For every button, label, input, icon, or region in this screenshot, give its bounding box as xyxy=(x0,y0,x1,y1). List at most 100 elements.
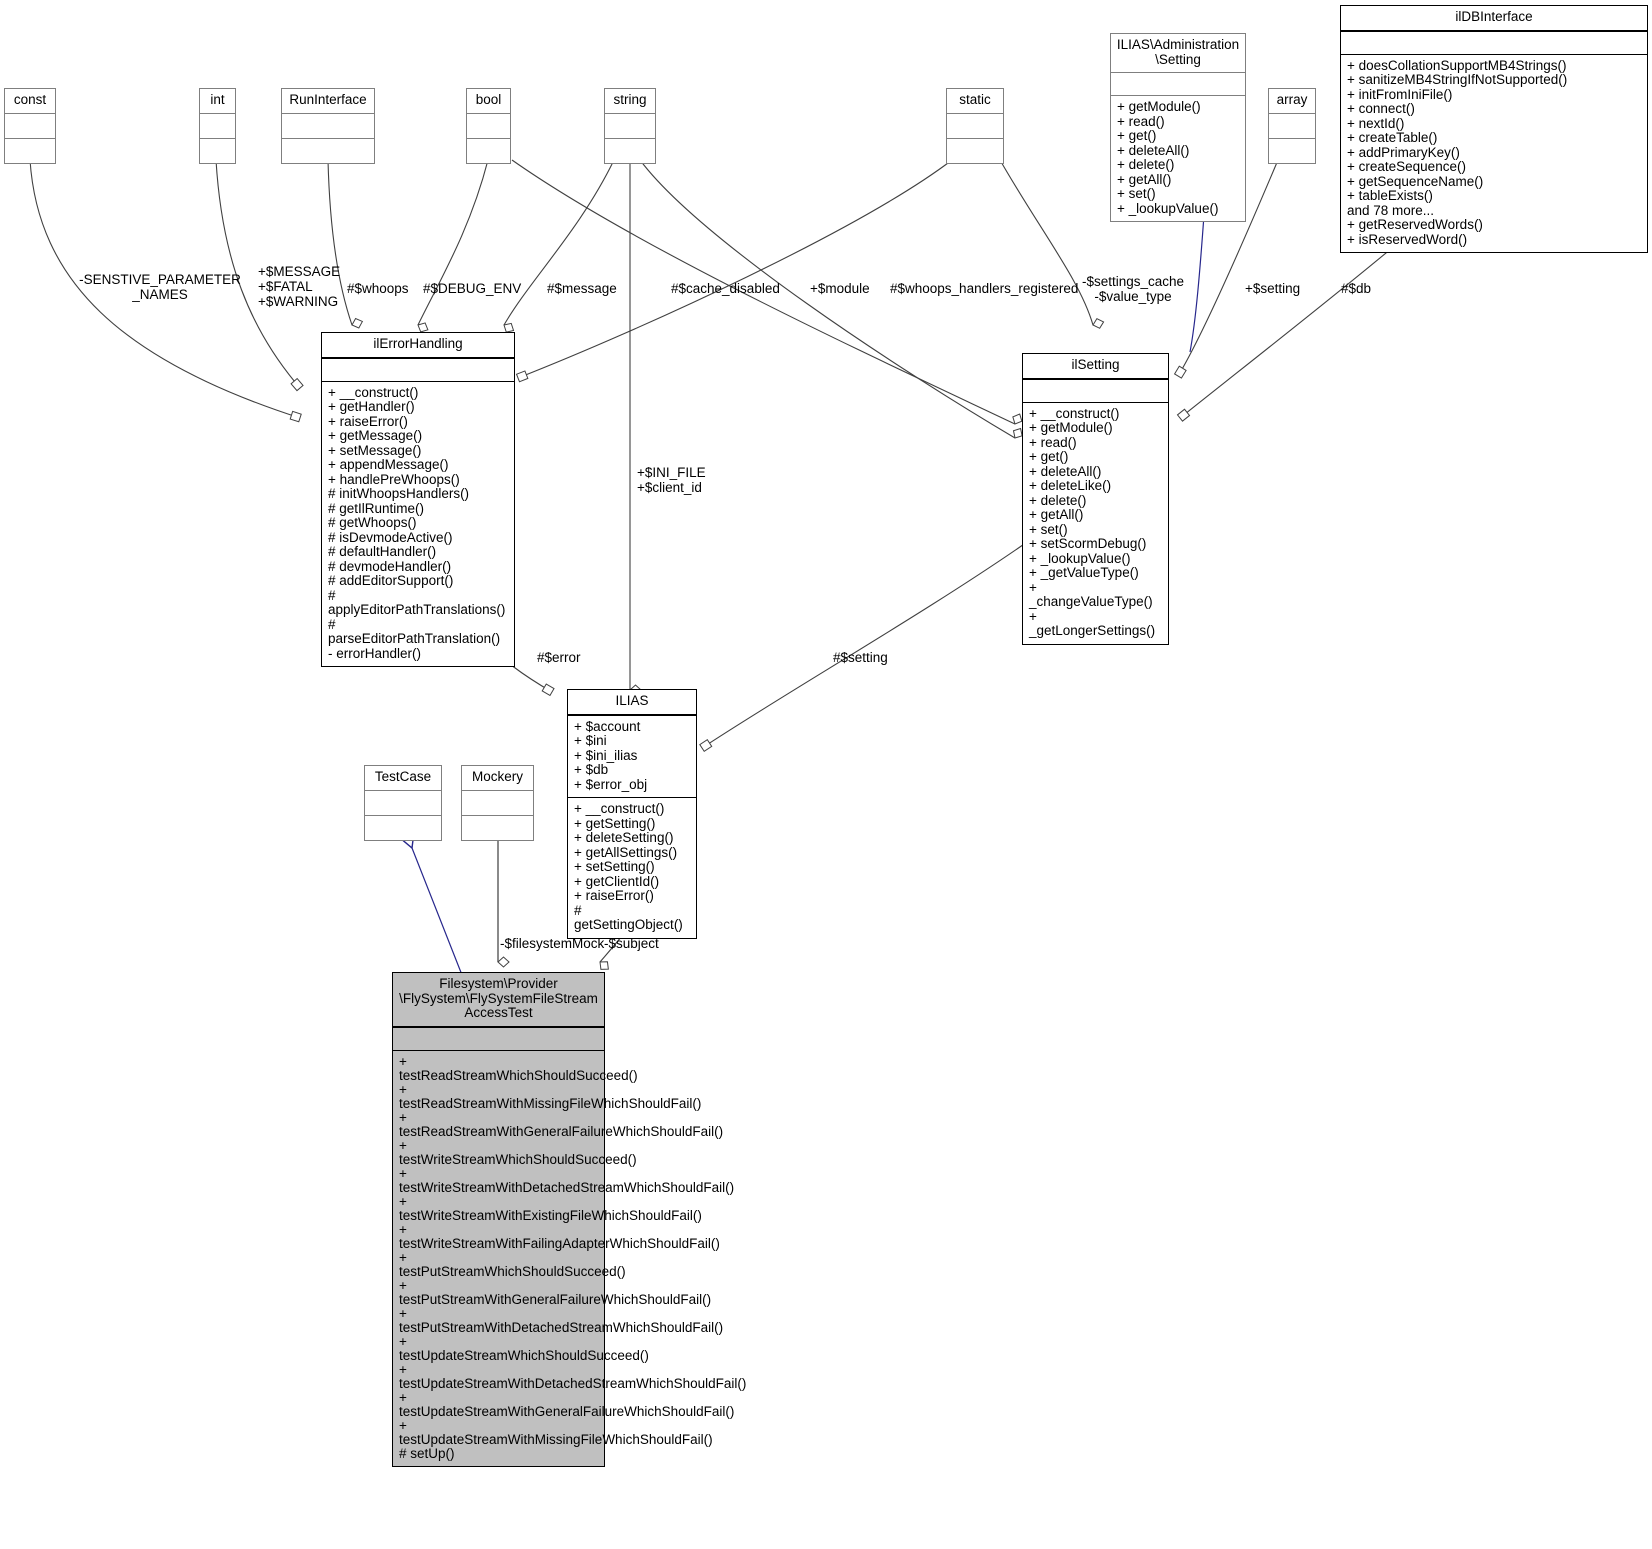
member-item: + initFromIniFile() xyxy=(1347,86,1453,102)
member-item: + getMessage() xyxy=(328,428,423,443)
node-ildbinterface-methods: + doesCollationSupportMB4Strings()+ sani… xyxy=(1341,53,1647,253)
node-ilias-title: ILIAS xyxy=(568,690,696,715)
node-runinterface-title: RunInterface xyxy=(289,92,367,107)
member-item: + _lookupValue() xyxy=(1029,550,1131,566)
node-bool-title: bool xyxy=(475,92,502,107)
node-static-methods xyxy=(947,137,1003,163)
member-item: + delete() xyxy=(1117,157,1175,172)
edge-static-ilerrorhandling xyxy=(515,159,953,383)
member-item: + getModule() xyxy=(1029,420,1113,435)
node-ilsetting-title: ilSetting xyxy=(1023,354,1168,379)
member-item: + $db xyxy=(574,762,609,777)
node-bool[interactable]: bool xyxy=(466,88,511,164)
edge-label-db: #$db xyxy=(1341,281,1372,296)
member-item: + set() xyxy=(1117,186,1156,201)
member-item: + delete() xyxy=(1029,492,1087,508)
node-string-title: string xyxy=(613,92,647,107)
member-item: + getSequenceName() xyxy=(1347,173,1484,189)
edge-label-debug-env: #$DEBUG_ENV xyxy=(423,281,522,296)
member-item: + isReservedWord() xyxy=(1347,231,1468,247)
node-runinterface-methods xyxy=(282,137,374,163)
node-const[interactable]: const xyxy=(4,88,56,164)
member-item: - errorHandler() xyxy=(328,645,422,661)
node-mockery-methods xyxy=(462,814,533,840)
node-int-attributes xyxy=(200,112,235,138)
node-ildbinterface[interactable]: ilDBInterface + doesCollationSupportMB4S… xyxy=(1340,5,1648,253)
node-array-title: array xyxy=(1276,92,1308,107)
node-ilerrorhandling[interactable]: ilErrorHandling + __construct()+ getHand… xyxy=(321,332,515,667)
node-ilias-methods: + __construct()+ getSetting()+ deleteSet… xyxy=(568,797,696,938)
node-runinterface[interactable]: RunInterface xyxy=(281,88,375,164)
node-string-attributes xyxy=(605,112,655,138)
member-item: + deleteLike() xyxy=(1029,478,1112,493)
node-const-attributes xyxy=(5,112,55,138)
member-item: + setSetting() xyxy=(574,859,655,874)
member-item: + handlePreWhoops() xyxy=(328,471,460,487)
node-flysystemfilestreamaccesstest[interactable]: Filesystem\Provider \FlySystem\FlySystem… xyxy=(392,972,747,1467)
node-bool-attributes xyxy=(467,112,510,138)
node-ilsetting-attributes xyxy=(1023,378,1168,402)
node-string-methods xyxy=(605,137,655,163)
node-int[interactable]: int xyxy=(199,88,236,164)
node-mockery-attributes xyxy=(462,789,533,815)
node-string[interactable]: string xyxy=(604,88,656,164)
member-item: + connect() xyxy=(1347,101,1415,116)
member-item: + $error_obj xyxy=(574,776,648,792)
member-item: + testPutStreamWithGeneralFailureWhichSh… xyxy=(399,1277,712,1307)
member-item: + testUpdateStreamWhichShouldSucceed() xyxy=(399,1333,649,1363)
node-ildbinterface-title: ilDBInterface xyxy=(1341,6,1647,31)
member-item: + _changeValueType() xyxy=(1029,579,1153,609)
node-ilias[interactable]: ILIAS + $account+ $ini+ $ini_ilias+ $db+… xyxy=(567,689,697,939)
edge-label-sensitive-parameter-names: -SENSTIVE_PARAMETER _NAMES xyxy=(79,272,241,302)
node-mockery[interactable]: Mockery xyxy=(461,765,534,841)
edge-label-setting-hash: #$setting xyxy=(833,650,888,665)
member-item: + deleteAll() xyxy=(1029,463,1102,479)
node-array[interactable]: array xyxy=(1268,88,1316,164)
node-const-methods xyxy=(5,137,55,163)
edge-label-filesystem-mock: -$filesystemMock xyxy=(500,936,605,951)
member-item: + testUpdateStreamWithDetachedStreamWhic… xyxy=(399,1361,747,1391)
member-item: + deleteSetting() xyxy=(574,830,674,845)
member-item: + $ini_ilias xyxy=(574,747,638,763)
member-item: + raiseError() xyxy=(328,413,408,429)
node-array-attributes xyxy=(1269,112,1315,138)
member-item: + get() xyxy=(1117,128,1157,143)
member-item: + addPrimaryKey() xyxy=(1347,144,1460,160)
edge-label-message: #$message xyxy=(547,281,617,296)
edge-label-subject: -$subject xyxy=(604,936,659,951)
node-array-methods xyxy=(1269,137,1315,163)
member-item: + getHandler() xyxy=(328,399,415,414)
member-item: + __construct() xyxy=(574,801,665,816)
member-item: + getSetting() xyxy=(574,815,656,831)
member-item: + testWriteStreamWhichShouldSucceed() xyxy=(399,1137,637,1167)
node-testcase[interactable]: TestCase xyxy=(364,765,442,841)
member-item: + testWriteStreamWithDetachedStreamWhich… xyxy=(399,1165,735,1195)
node-testcase-title: TestCase xyxy=(374,769,432,784)
member-item: + get() xyxy=(1029,449,1069,464)
member-item: + getModule() xyxy=(1117,99,1201,114)
member-item: + tableExists() xyxy=(1347,188,1433,203)
edge-ildbinterface-ilsetting xyxy=(1176,242,1399,422)
member-item: + testReadStreamWithMissingFileWhichShou… xyxy=(399,1081,702,1111)
node-ildbinterface-attributes xyxy=(1341,30,1647,54)
member-item: # defaultHandler() xyxy=(328,544,437,559)
node-flysystemfilestreamaccesstest-methods: + testReadStreamWhichShouldSucceed()+ te… xyxy=(393,1049,747,1466)
member-item: and 78 more... xyxy=(1347,202,1435,218)
edge-label-ini-file-client-id: +$INI_FILE +$client_id xyxy=(637,465,706,495)
node-ilerrorhandling-attributes xyxy=(322,357,514,381)
member-item: + appendMessage() xyxy=(328,457,449,472)
node-static[interactable]: static xyxy=(946,88,1004,164)
member-item: + testPutStreamWithDetachedStreamWhichSh… xyxy=(399,1305,724,1335)
member-item: + sanitizeMB4StringIfNotSupported() xyxy=(1347,72,1568,87)
member-item: # getSettingObject() xyxy=(574,902,683,932)
node-administration-setting[interactable]: ILIAS\Administration \Setting + getModul… xyxy=(1110,33,1246,222)
edge-label-settings-cache-value-type: -$settings_cache -$value_type xyxy=(1081,274,1185,304)
edge-label-cache-disabled: #$cache_disabled xyxy=(671,281,780,296)
member-item: + testReadStreamWhichShouldSucceed() xyxy=(399,1053,638,1083)
member-item: + deleteAll() xyxy=(1117,142,1190,158)
node-mockery-title: Mockery xyxy=(471,769,523,784)
edge-label-module: +$module xyxy=(810,281,870,296)
member-item: + _lookupValue() xyxy=(1117,200,1219,216)
node-ilsetting[interactable]: ilSetting + __construct()+ getModule()+ … xyxy=(1022,353,1169,645)
member-item: # applyEditorPathTranslations() xyxy=(328,587,506,617)
